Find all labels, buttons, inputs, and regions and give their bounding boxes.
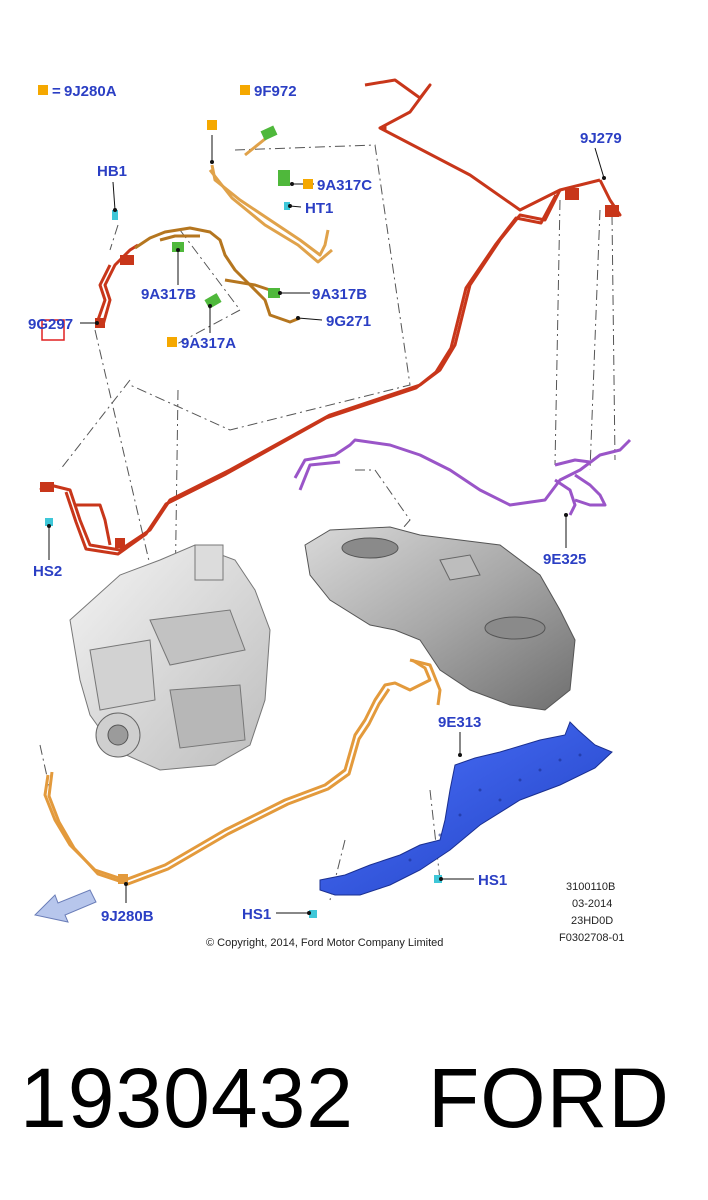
copyright-notice: © Copyright, 2014, Ford Motor Company Li… (206, 937, 443, 949)
engine-image (69, 544, 271, 771)
parts-diagram: = 9J280A (28, 78, 632, 949)
clip-HB1 (112, 210, 118, 220)
callout-labels: 9F972 9J279 HB1 9A317C HT1 9A317B 9A317B… (28, 83, 622, 925)
label-9J280B: 9J280B (101, 908, 154, 925)
label-HS1-left: HS1 (242, 906, 271, 923)
label-9E325: 9E325 (543, 551, 586, 568)
label-9A317C: 9A317C (317, 177, 372, 194)
brand-name: FORD (428, 1051, 670, 1145)
label-9E313: 9E313 (438, 714, 481, 731)
callout-leaders (48, 135, 605, 914)
label-9F972: 9F972 (254, 83, 297, 100)
reference-codes: 3100110B 03-2014 23HD0D F0302708-01 (559, 881, 624, 944)
clip-HS1-left (309, 910, 317, 918)
label-HS2: HS2 (33, 563, 62, 580)
highlight-box (41, 319, 65, 341)
clip-HT1 (284, 202, 290, 210)
marker-9F972 (240, 85, 250, 95)
orange-lower-line (43, 658, 442, 886)
marker-orange-line (207, 120, 217, 130)
red-clips (40, 188, 619, 548)
label-9G271: 9G271 (326, 313, 371, 330)
label-9A317B-right: 9A317B (312, 286, 367, 303)
legend-square-icon (38, 85, 48, 95)
callout-markers (167, 85, 313, 347)
orange-upper-lines (208, 133, 333, 264)
label-HS1-right: HS1 (478, 872, 507, 889)
label-9J279: 9J279 (580, 130, 622, 147)
clip-HS2 (45, 518, 53, 526)
callout-dots (47, 160, 606, 915)
ref-code-4: F0302708-01 (559, 932, 624, 944)
connector-9A317B-left (172, 242, 184, 252)
orange-clip (118, 874, 128, 884)
connector-9A317A (204, 293, 222, 309)
label-HB1: HB1 (97, 163, 127, 180)
heat-shield-image (319, 721, 613, 896)
teal-clips (45, 202, 442, 918)
label-HT1: HT1 (305, 200, 333, 217)
legend-equals: = (52, 83, 61, 100)
connector-9F972 (260, 125, 278, 141)
footer-banner: 1930432 FORD (0, 1040, 708, 1160)
marker-9A317A (167, 337, 177, 347)
clip-HS1-right (434, 875, 442, 883)
connector-9A317B-right (268, 288, 280, 298)
label-9G297: 9G297 (28, 316, 73, 333)
ref-code-1: 3100110B (566, 881, 615, 893)
forward-arrow-icon (33, 889, 97, 923)
brown-line (134, 226, 301, 324)
label-9A317A: 9A317A (181, 335, 236, 352)
purple-vapor-line (293, 438, 632, 516)
label-9A317B-left: 9A317B (141, 286, 196, 303)
marker-9A317C (303, 179, 313, 189)
ref-code-2: 03-2014 (572, 898, 612, 910)
connector-9A317C (278, 170, 290, 186)
legend: = 9J280A (38, 83, 117, 100)
legend-code: 9J280A (64, 83, 117, 100)
ref-code-3: 23HD0D (571, 915, 613, 927)
part-number: 1930432 (20, 1051, 355, 1145)
fuel-tank-image (304, 526, 576, 711)
